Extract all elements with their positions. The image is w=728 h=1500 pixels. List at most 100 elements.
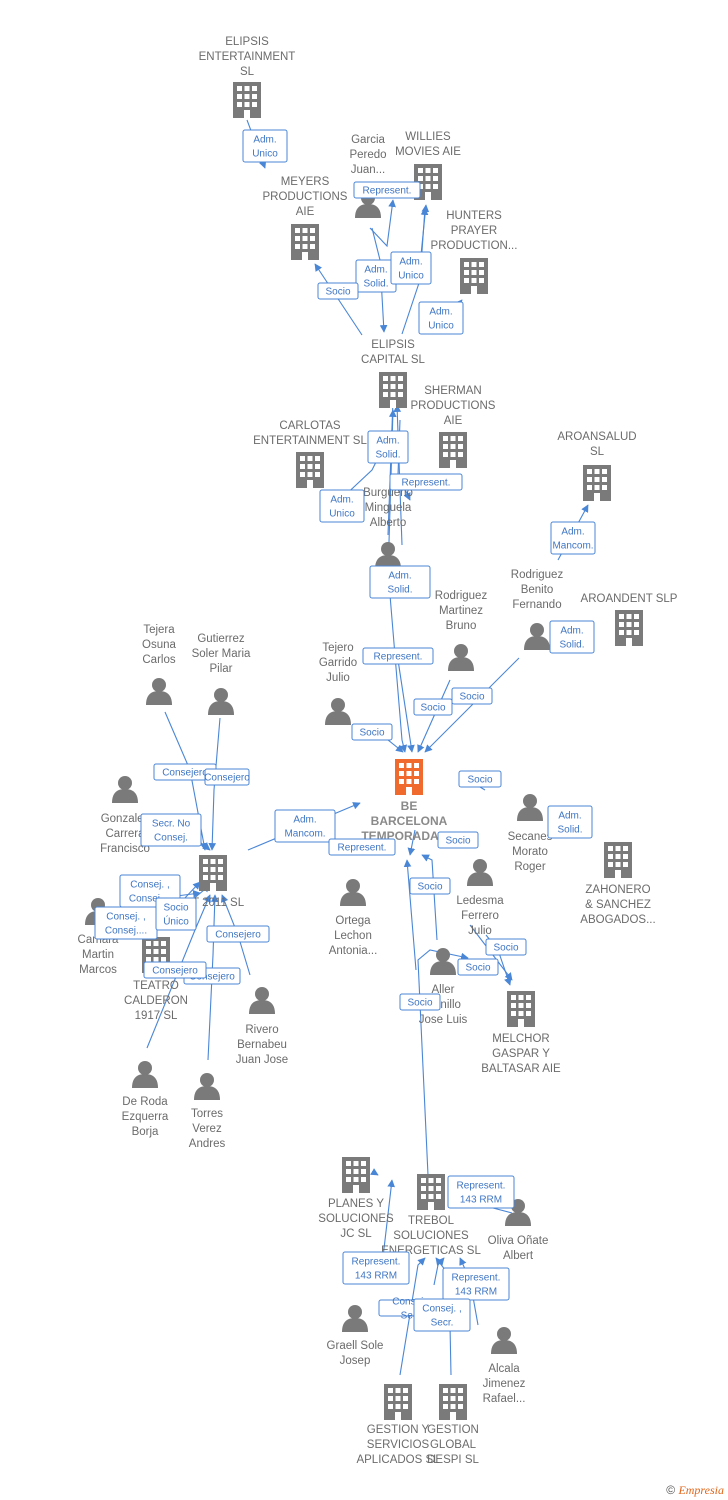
edge-label[interactable]: Represent. [389, 473, 463, 491]
node-label-line: Soler Maria [192, 648, 251, 660]
node-label-line: AIE [296, 206, 315, 218]
edge-label[interactable]: Represent.143 RRM [442, 1267, 510, 1301]
edge-label[interactable]: Represent.143 RRM [342, 1251, 410, 1285]
edge-label[interactable]: Adm.Solid. [367, 430, 409, 464]
edge-label-text: Secr. [401, 1311, 424, 1322]
edge-label[interactable]: Adm.Unico [319, 489, 365, 523]
edge-label[interactable]: Represent. [328, 838, 396, 856]
building-icon [384, 1384, 412, 1420]
node-label-line: Julio [468, 925, 492, 937]
edge-label-text: Unico [398, 271, 424, 282]
edge-label[interactable]: Consejero [153, 763, 217, 781]
edge-label[interactable]: Adm.Solid. [355, 259, 397, 293]
edge-label[interactable]: Socio [413, 698, 453, 716]
edge-label-box [413, 1298, 471, 1332]
edge-label-text: Consejero [189, 972, 235, 983]
edge-label[interactable]: Adm.Mancom. [274, 809, 336, 843]
edge-label[interactable]: Socio [458, 770, 502, 788]
empresia-logo[interactable]: Empresia [678, 1483, 724, 1497]
edge-label[interactable]: Adm.Solid. [549, 620, 595, 654]
edge-label[interactable]: Consejero [204, 768, 250, 786]
edge-label-text: Consej. , [106, 912, 145, 923]
edge-label[interactable]: Adm.Unico [242, 129, 288, 163]
edge-label[interactable]: Consej. ,Consej.... [94, 906, 158, 940]
node-aroandent[interactable]: AROANDENT SLP [581, 593, 678, 646]
edge-label[interactable]: Adm.Unico [390, 251, 432, 285]
edge-label[interactable]: Socio [451, 687, 493, 705]
edge-label[interactable]: Socio [351, 723, 393, 741]
edge-label[interactable]: Socio [457, 958, 499, 976]
edge-label[interactable]: Consejero [143, 961, 207, 979]
node-label-line: Rodriguez [511, 569, 564, 581]
edge-label[interactable]: Adm.Mancom. [550, 521, 596, 555]
node-label-line: Antonia... [329, 945, 378, 957]
node-label-line: BALTASAR AIE [481, 1063, 561, 1075]
node-label-line: PRAYER [451, 225, 497, 237]
edge-label-text: Adm. [429, 307, 452, 318]
edge-label[interactable]: Socio [399, 993, 441, 1011]
edge-label[interactable]: Represent. [362, 647, 434, 665]
edge-label[interactable]: Socio [437, 831, 479, 849]
edge-label[interactable]: Socio [485, 938, 527, 956]
person-icon [112, 776, 138, 803]
edge-label-text: Adm. [330, 495, 353, 506]
edge-label[interactable]: Represent. [353, 181, 421, 199]
node-label: FIT 2011 SL [182, 897, 245, 909]
edge-label[interactable]: Consej. ,Secr. [413, 1298, 471, 1332]
node-label-line: GASPAR Y [492, 1048, 550, 1060]
edge-label[interactable]: Adm.Unico [418, 301, 464, 335]
edge-label[interactable]: Socio [317, 282, 359, 300]
building-icon [439, 432, 467, 468]
edge-label[interactable]: Adm.Solid. [547, 805, 593, 839]
node-label-line: SL [590, 446, 605, 458]
edge-label[interactable]: Represent.143 RRM [447, 1175, 515, 1209]
node-label-line: Verez [192, 1123, 222, 1135]
edge-label[interactable]: Consejero [206, 925, 270, 943]
edge-label[interactable]: Adm.Solid. [369, 565, 431, 599]
edge-label[interactable]: Socio [409, 877, 451, 895]
node-fit2011[interactable]: FIT 2011 SL [182, 855, 245, 909]
node-label-line: Jose Luis [419, 1014, 468, 1026]
